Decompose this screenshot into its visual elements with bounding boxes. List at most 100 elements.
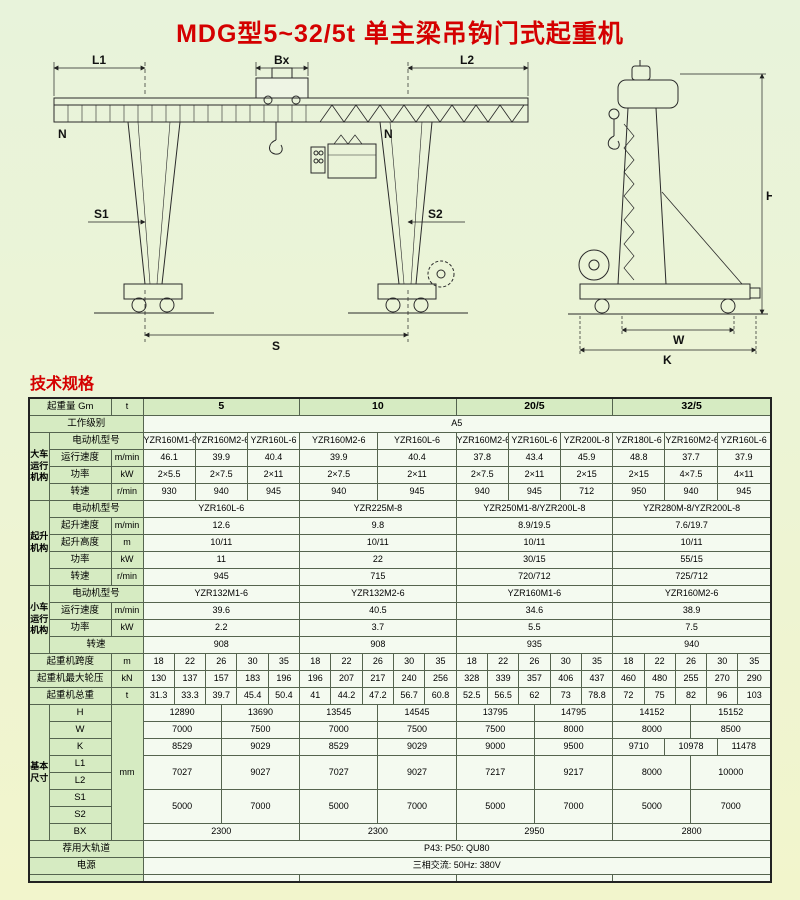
value-cell: 950 <box>612 483 666 501</box>
value-cell: 256 <box>424 670 457 688</box>
unit-cell: t <box>110 687 144 705</box>
value-cell: 13795 <box>455 704 535 722</box>
value-cell: 35 <box>737 653 772 671</box>
value-cell: YZR160M2-6 <box>299 432 379 450</box>
value-cell: 9027 <box>377 755 457 790</box>
value-cell: 9710 <box>612 738 666 756</box>
value-cell: 30 <box>236 653 269 671</box>
value-cell: YZR180L-6 <box>612 432 666 450</box>
front-view-dimensions <box>53 62 529 342</box>
section-heading: 技术规格 <box>30 376 95 393</box>
value-cell: 75 <box>643 687 676 705</box>
row-label-cell: 起重机跨度 <box>28 653 112 671</box>
value-cell: 130 <box>142 670 175 688</box>
section-mark-n-right: N <box>384 127 393 141</box>
value-cell: 22 <box>643 653 676 671</box>
value-cell: 7.5 <box>612 619 772 637</box>
value-cell: 908 <box>142 636 301 654</box>
value-cell: 460 <box>612 670 645 688</box>
unit-cell: t <box>110 397 144 416</box>
value-cell: 270 <box>706 670 739 688</box>
spec-row: S2 <box>29 806 771 824</box>
value-cell: 4×11 <box>716 466 772 484</box>
unit-cell: m/min <box>110 449 144 467</box>
value-cell: 13690 <box>220 704 301 722</box>
value-cell: YZR160L-6 <box>142 500 301 518</box>
row-label-cell: 转速 <box>48 636 144 654</box>
value-cell: 82 <box>674 687 708 705</box>
value-cell: 30 <box>706 653 739 671</box>
value-cell: 37.8 <box>455 449 509 467</box>
value-cell: 30 <box>393 653 426 671</box>
unit-cell: m/min <box>110 517 144 535</box>
value-cell: 183 <box>236 670 269 688</box>
value-cell: 10000 <box>690 755 772 790</box>
value-cell: 2×11 <box>507 466 562 484</box>
value-cell: P43: P50: QU80 <box>142 840 772 858</box>
value-cell: 940 <box>299 483 379 501</box>
value-cell: 38.9 <box>612 602 772 620</box>
value-cell: 725/712 <box>612 568 772 586</box>
value-cell: YZR250M1-8/YZR200L-8 <box>455 500 614 518</box>
value-cell: YZR160M2-6 <box>612 585 772 603</box>
value-cell: 7000 <box>299 721 379 739</box>
side-view <box>568 60 768 315</box>
dim-label-w: W <box>673 333 685 347</box>
value-cell: 157 <box>205 670 238 688</box>
group-label-cell: 小车运行机构 <box>28 585 50 654</box>
value-cell: YZR160M2-6 <box>664 432 718 450</box>
value-cell: 2950 <box>455 823 614 841</box>
value-cell: 22 <box>299 551 457 569</box>
value-cell <box>612 874 772 883</box>
value-cell: 328 <box>455 670 488 688</box>
row-label-cell: H <box>48 704 112 722</box>
value-cell: 26 <box>518 653 551 671</box>
value-cell: YZR160L-6 <box>377 432 457 450</box>
value-cell: 5000 <box>299 789 379 824</box>
value-cell: 10/11 <box>299 534 457 552</box>
value-cell: 56.5 <box>486 687 520 705</box>
value-cell: 60.8 <box>424 687 457 705</box>
value-cell: 720/712 <box>455 568 614 586</box>
unit-cell: m <box>110 534 144 552</box>
value-cell: 196 <box>299 670 332 688</box>
value-cell: 339 <box>486 670 520 688</box>
value-cell: YZR160M1-6 <box>455 585 614 603</box>
row-label-cell: K <box>48 738 112 756</box>
unit-cell: r/min <box>110 568 144 586</box>
value-cell: YZR225M-8 <box>299 500 457 518</box>
value-cell: 40.4 <box>377 449 457 467</box>
value-cell: YZR280M-8/YZR200L-8 <box>612 500 772 518</box>
row-label-cell: 电源 <box>28 857 144 875</box>
value-cell: 22 <box>330 653 363 671</box>
value-cell: 930 <box>142 483 196 501</box>
value-cell: 940 <box>664 483 718 501</box>
dim-label-s1: S1 <box>94 207 109 221</box>
value-cell: 9.8 <box>299 517 457 535</box>
value-cell: YZR160L-6 <box>507 432 562 450</box>
row-label-cell: 运行速度 <box>48 449 112 467</box>
value-cell: 7217 <box>455 755 535 790</box>
row-label-cell: 电动机型号 <box>48 500 144 518</box>
section-mark-n-left: N <box>58 127 67 141</box>
unit-cell: m <box>110 653 144 671</box>
value-cell: 10/11 <box>612 534 772 552</box>
value-cell: 8529 <box>142 738 222 756</box>
value-cell: 73 <box>549 687 582 705</box>
value-cell: 3.7 <box>299 619 457 637</box>
unit-cell: mm <box>110 704 144 841</box>
row-label-cell: L2 <box>48 772 112 790</box>
value-cell: 2300 <box>299 823 457 841</box>
group-label-cell: 大车运行机构 <box>28 432 50 501</box>
